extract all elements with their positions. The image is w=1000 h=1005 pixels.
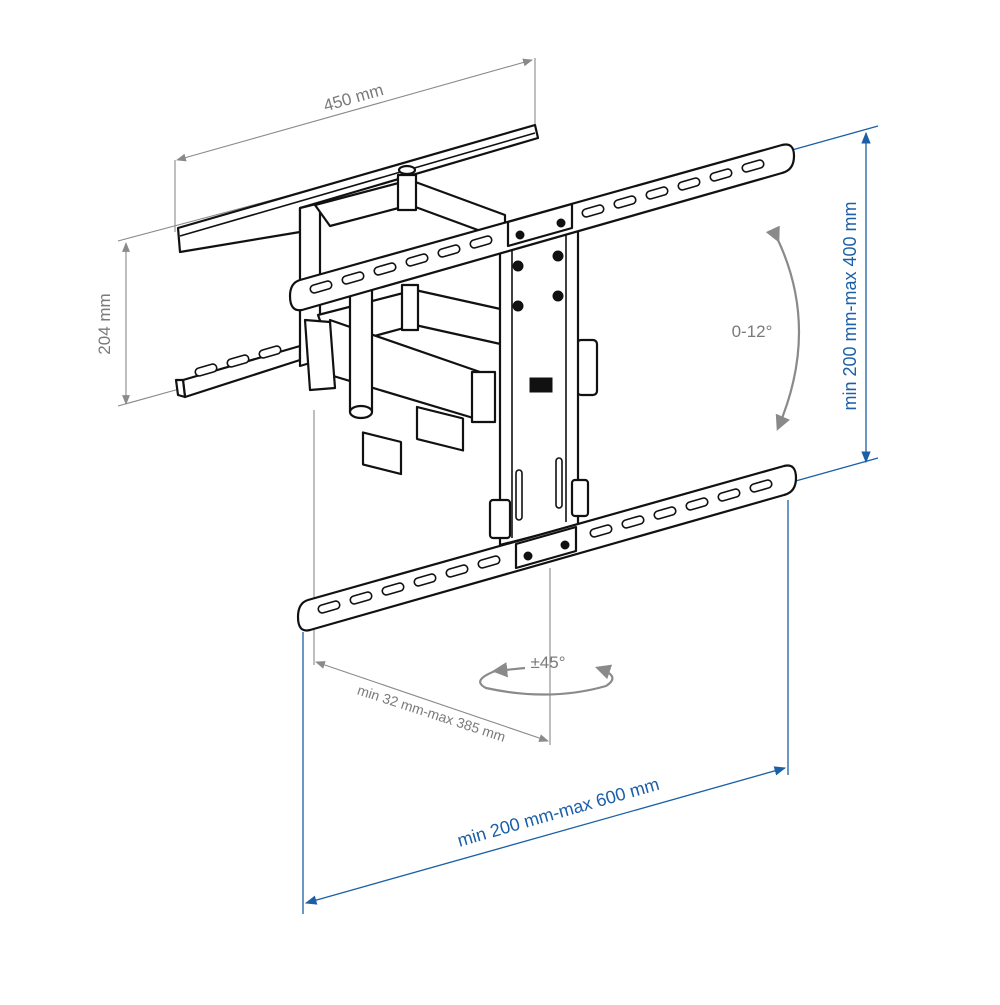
label-extension-range: min 32 mm-max 385 mm (355, 682, 507, 745)
upper-rail-slots (309, 159, 765, 294)
tilt-arc-indicator (765, 225, 801, 431)
lower-vesa-rail (296, 464, 798, 632)
swivel-arc-indicator (479, 662, 614, 696)
articulating-arms (303, 164, 599, 476)
label-tilt-range: 0-12° (732, 322, 773, 341)
wall-plate-lower-slots (194, 345, 282, 377)
dimension-wall-plate-width (174, 58, 536, 232)
dimension-vesa-horizontal (302, 500, 789, 914)
label-vesa-horizontal: min 200 mm-max 600 mm (455, 774, 661, 851)
label-swivel-range: ±45° (530, 653, 565, 672)
label-vesa-vertical: min 200 mm-max 400 mm (840, 201, 860, 410)
center-vertical-plate (488, 218, 590, 547)
dimension-vesa-vertical (791, 125, 879, 483)
label-wall-plate-height: 204 mm (95, 293, 114, 354)
upper-vesa-rail (288, 143, 796, 312)
lower-rail-slots (317, 479, 773, 614)
